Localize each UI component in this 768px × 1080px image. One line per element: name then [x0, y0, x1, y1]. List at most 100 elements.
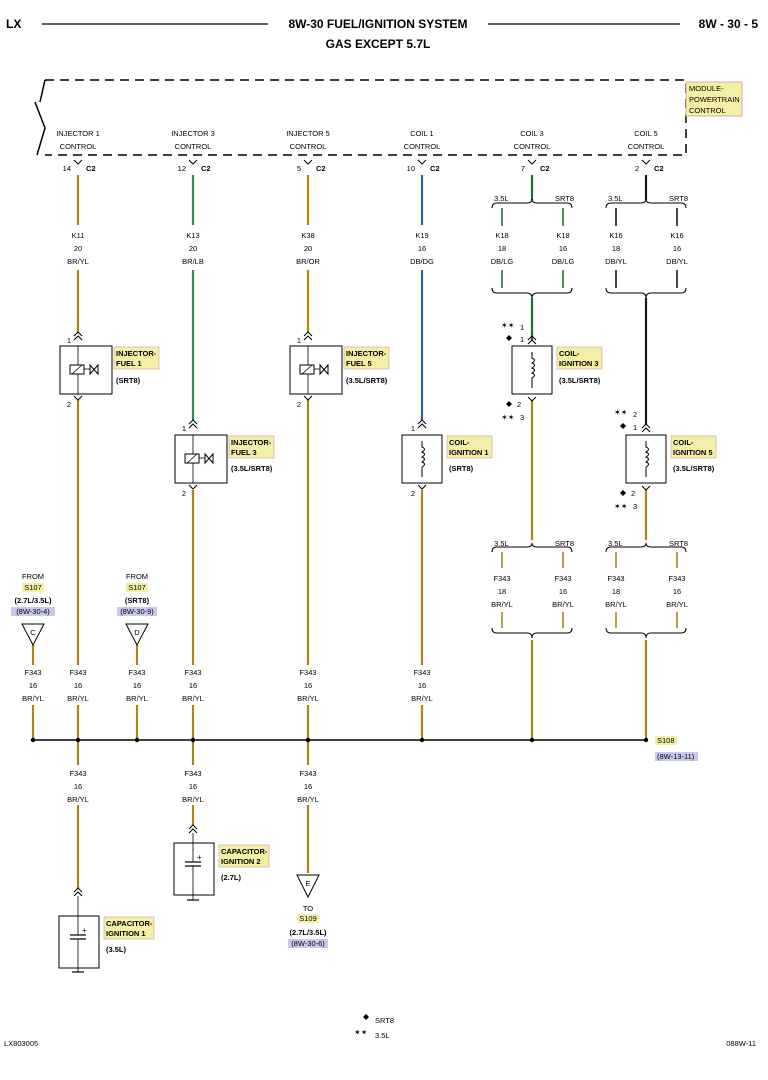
pin-number: 7: [521, 164, 525, 173]
circuit-k13: K13 20 BR/LB: [182, 231, 204, 266]
split-right-color: DB/YL: [666, 257, 688, 266]
variant: (2.7L/3.5L): [14, 596, 52, 605]
pin-1: 1: [633, 423, 637, 432]
splice-label-box: [126, 583, 148, 592]
injector-fuel-5: 1 2 INJECTOR- FUEL 5 (3.5L/SRT8): [289, 331, 390, 409]
valve-icon: [319, 363, 329, 376]
variant: (SRT8): [125, 596, 150, 605]
pin-number: 2: [635, 164, 639, 173]
split-left-color: BR/YL: [491, 600, 513, 609]
circuit-color: BR/YL: [67, 257, 89, 266]
page-ref[interactable]: (8W-30-4): [16, 607, 50, 616]
feed-label: F343 16 BR/YL: [126, 668, 148, 703]
split-right-label: SRT8: [669, 539, 688, 548]
feed-color: BR/YL: [22, 694, 44, 703]
split-left-label: 3.5L: [608, 194, 623, 203]
valve-icon: [204, 452, 214, 465]
page-ref[interactable]: (8W-30-9): [120, 607, 154, 616]
bus-junctions: [30, 737, 649, 743]
control-sub: CONTROL: [290, 142, 327, 151]
feed-gauge: 16: [29, 681, 37, 690]
component-name-1: COIL-: [559, 349, 580, 358]
page-ref-box: [655, 752, 698, 761]
component-name-2: FUEL 1: [116, 359, 142, 368]
legend-35l: 3.5L: [375, 1031, 390, 1040]
split-right-color: BR/YL: [552, 600, 574, 609]
valve-icon: [89, 363, 99, 376]
split-left-label: 3.5L: [494, 539, 509, 548]
splice-name: S109: [299, 914, 317, 923]
feed-color: BR/YL: [297, 694, 319, 703]
from-label: FROM: [22, 572, 44, 581]
srt8-diamond: [620, 423, 626, 429]
pin-2b: 2: [631, 489, 635, 498]
circuit-color: BR/OR: [296, 257, 320, 266]
module-label-line3: CONTROL: [689, 106, 726, 115]
injector-body: [174, 434, 228, 484]
page-ref[interactable]: (8W-30-6): [291, 939, 325, 948]
srt8-diamond-icon: [363, 1014, 369, 1020]
component-name-1: COIL-: [449, 438, 470, 447]
feed-id: F343: [69, 668, 86, 677]
module-outline: [45, 79, 687, 156]
pin-number: 12: [178, 164, 186, 173]
connector-id: C2: [201, 164, 211, 173]
circuit-labels-upper: K11 20 BR/YL K13 20 BR/LB K38 20 BR/OR K…: [67, 231, 434, 266]
circuit-k19: K19 16 DB/DG: [410, 231, 434, 266]
injector-body: [59, 345, 113, 395]
page-footer: LX803005 088W-11: [4, 1039, 756, 1048]
control-injector-1: INJECTOR 1 CONTROL 14 C2: [56, 129, 100, 173]
control-coil-1: COIL 1 CONTROL 10 C2: [404, 129, 441, 173]
feed-gauge: 16: [133, 681, 141, 690]
split-right-label: SRT8: [555, 539, 574, 548]
srt8-diamond: [620, 490, 626, 496]
connector-id: C2: [316, 164, 326, 173]
split-f343-coil3: 3.5L SRT8 F343 18 BR/YL F343 16 BR/YL: [491, 539, 574, 639]
circuit-id: K38: [301, 231, 314, 240]
circuit-id: K13: [186, 231, 199, 240]
control-name: COIL 3: [520, 129, 543, 138]
star-mark: ✶✶: [614, 502, 627, 511]
to-ref-e: E TO S109 (2.7L/3.5L) (8W-30-6): [288, 874, 328, 948]
label-box: [218, 844, 270, 868]
component-name-2: IGNITION 1: [449, 448, 489, 457]
feed-id: F343: [413, 668, 430, 677]
feed-color: BR/YL: [126, 694, 148, 703]
coil-body: [511, 345, 553, 395]
label-box: [103, 916, 155, 940]
split-left-gauge: 18: [612, 587, 620, 596]
component-name-2: IGNITION 1: [106, 929, 146, 938]
feed-labels-above-bus: F343 16 BR/YL F343 16 BR/YL F343 16 BR/Y…: [22, 668, 433, 703]
pin-top: 1: [297, 336, 301, 345]
injector-body: [289, 345, 343, 395]
pin-top: 1: [411, 424, 415, 433]
splice-label-box: [297, 914, 319, 923]
star-mark: ✶✶: [501, 413, 514, 422]
split-right-gauge: 16: [559, 587, 567, 596]
pin-top: 1: [182, 424, 186, 433]
component-name-1: INJECTOR-: [116, 349, 157, 358]
split-right-id: K18: [556, 231, 569, 240]
feed-label: F343 16 BR/YL: [182, 668, 204, 703]
label-box: [343, 346, 390, 370]
star-mark: ✶✶: [501, 321, 514, 330]
label-box: [670, 435, 717, 459]
circuit-gauge: 16: [418, 244, 426, 253]
circuit-color: BR/LB: [182, 257, 204, 266]
off-page-triangle: [296, 874, 320, 899]
split-right-gauge: 16: [673, 587, 681, 596]
page-ref[interactable]: (8W-13-11): [657, 752, 695, 761]
pin-bottom: 2: [182, 489, 186, 498]
pin-3: 3: [633, 502, 637, 511]
legend: SRT8 ✶✶ 3.5L: [354, 1014, 394, 1040]
connector-id: C2: [430, 164, 440, 173]
split-left-color: DB/YL: [605, 257, 627, 266]
split-left-gauge: 18: [612, 244, 620, 253]
feed-label: F343 16 BR/YL: [297, 668, 319, 703]
split-left-gauge: 18: [498, 587, 506, 596]
component-variant: (3.5L): [106, 945, 127, 954]
pin-top: 1: [67, 336, 71, 345]
feed-color: BR/YL: [182, 795, 204, 804]
feed-label: F343 16 BR/YL: [67, 769, 89, 804]
component-variant: (SRT8): [116, 376, 141, 385]
